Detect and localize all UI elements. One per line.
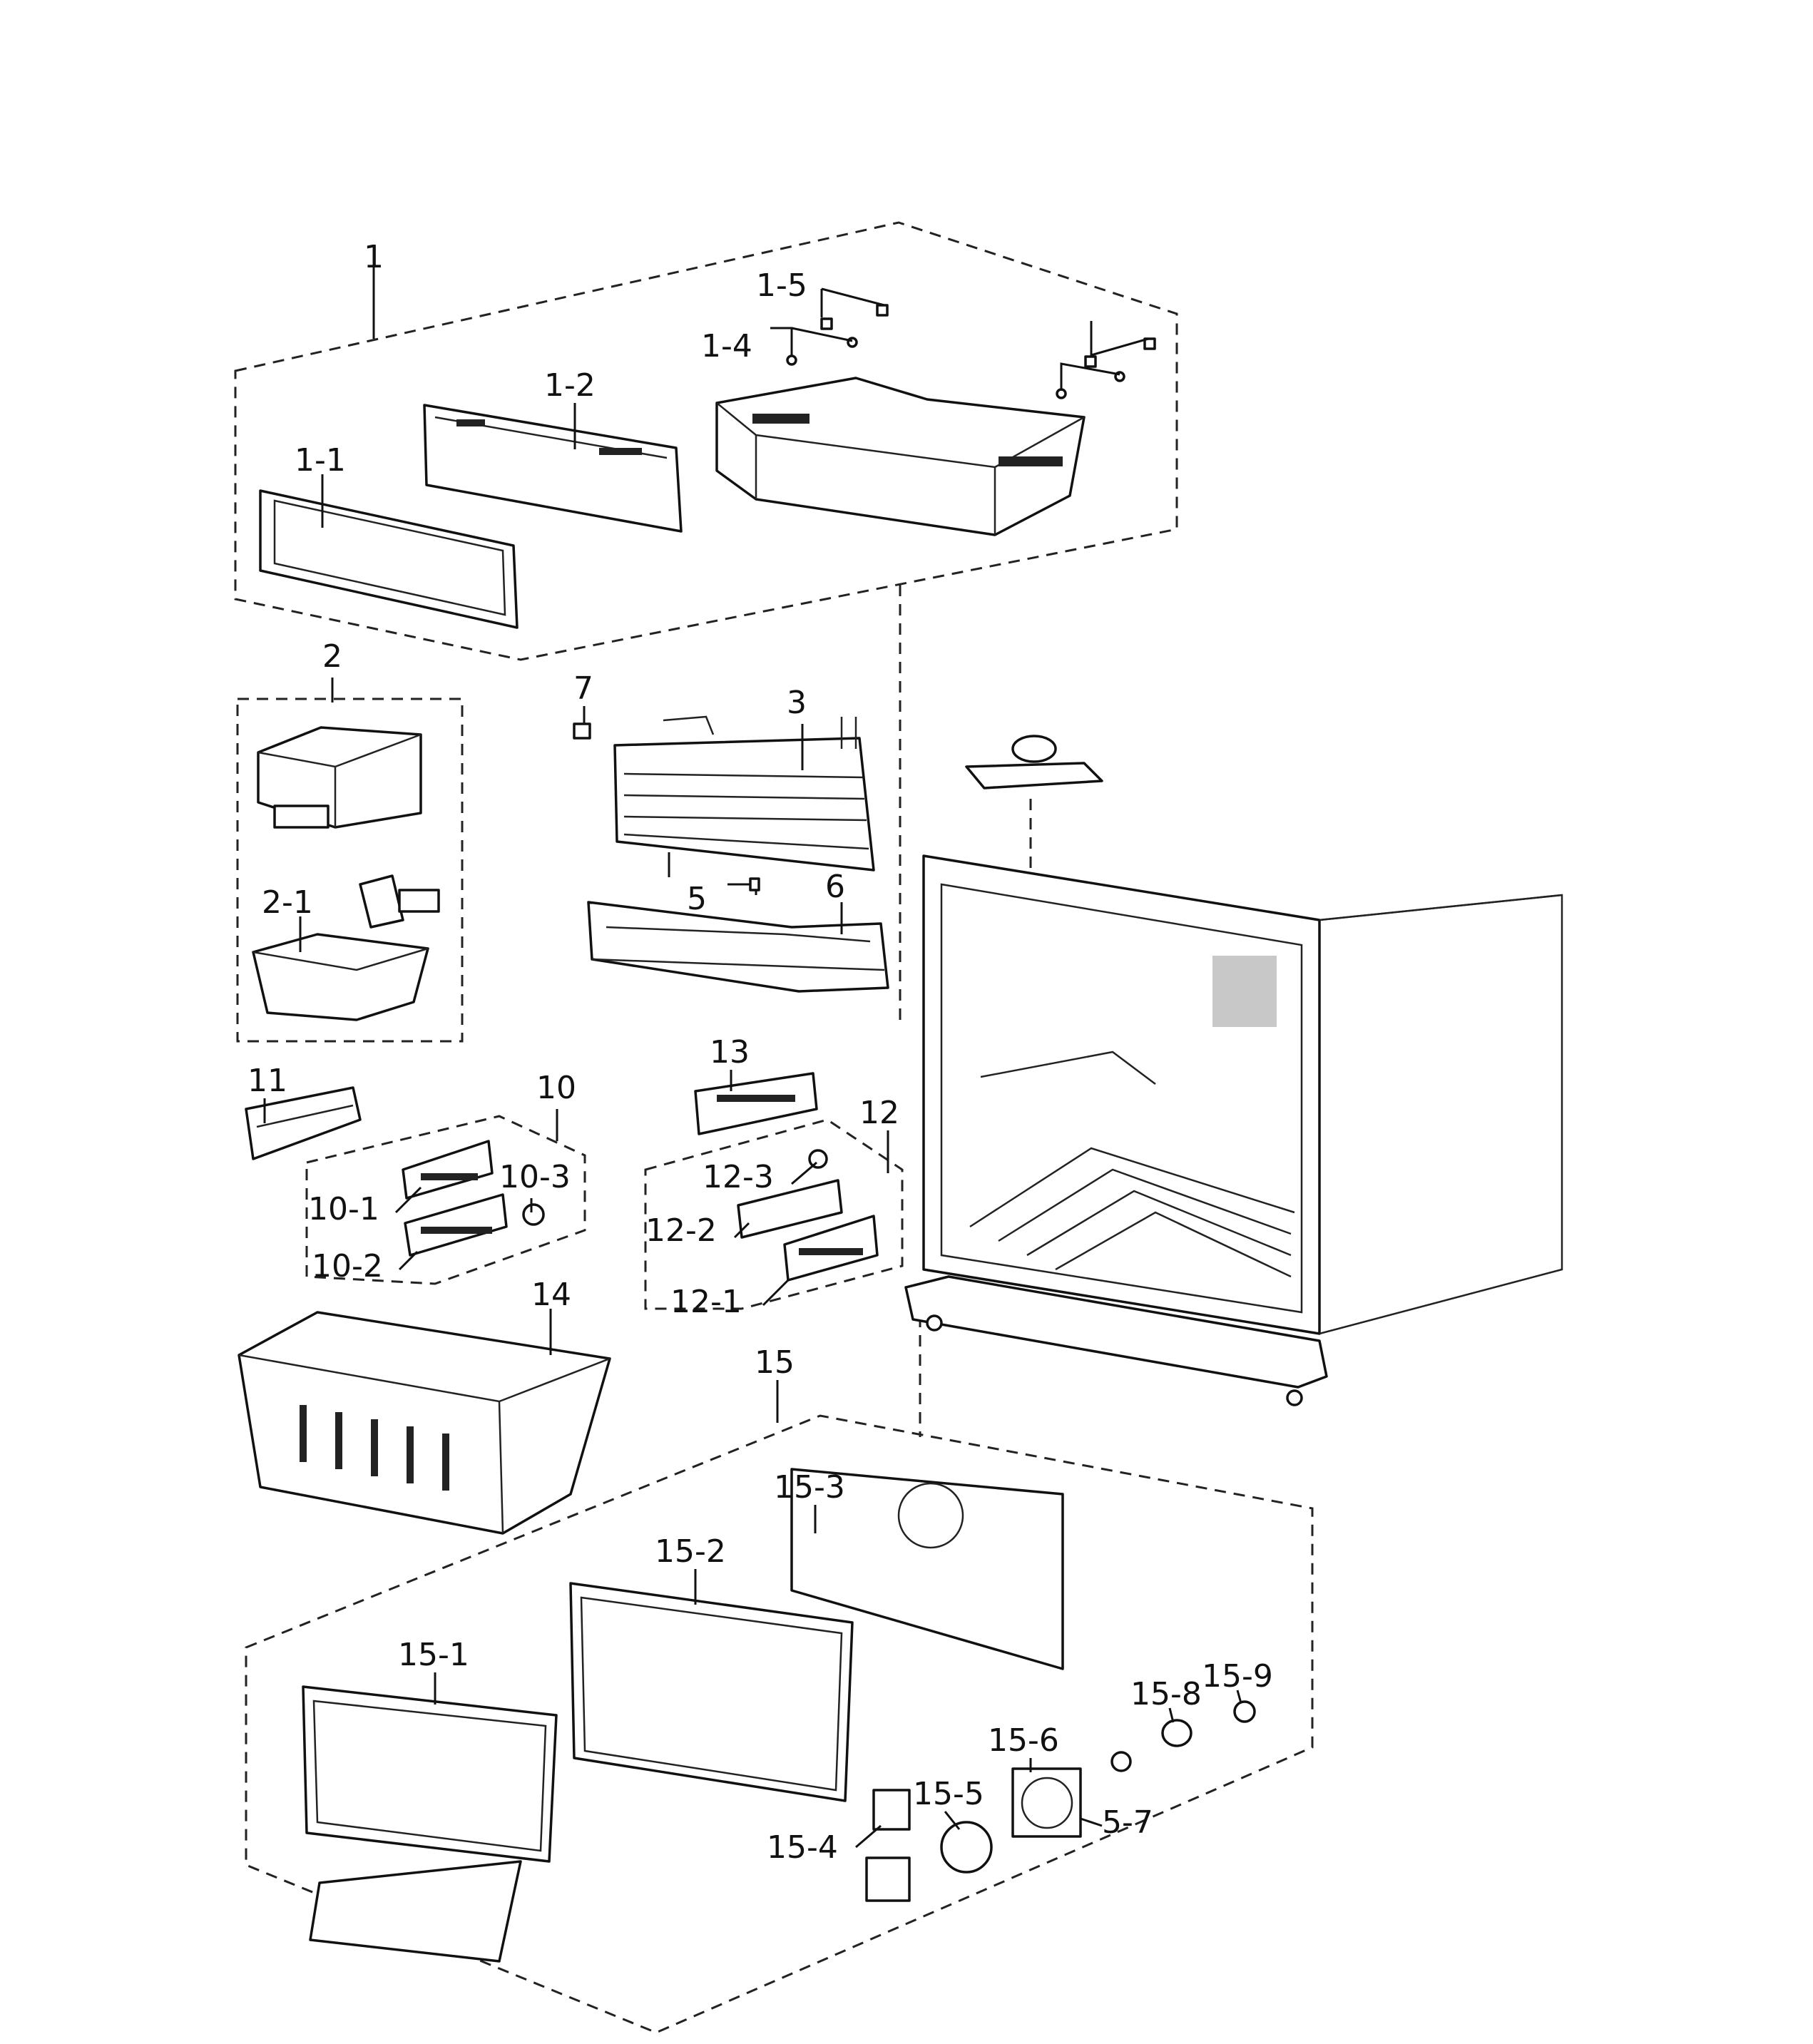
callout-5-7: 5-7 xyxy=(1102,1804,1153,1841)
freezer-cabinet xyxy=(904,854,1563,1406)
part-15-3-fan-bracket xyxy=(790,1468,1064,1670)
part-12-2-slide-rail xyxy=(737,1179,843,1239)
group-1-boundary xyxy=(234,221,1178,661)
callout-6: 6 xyxy=(825,869,845,905)
callout-2: 2 xyxy=(322,638,342,675)
callout-1-4: 1-4 xyxy=(701,328,752,364)
part-5-sensor xyxy=(727,877,760,895)
callout-7: 7 xyxy=(573,670,593,707)
callout-3: 3 xyxy=(787,685,807,721)
callout-15-3: 15-3 xyxy=(774,1469,845,1506)
callout-1-5: 1-5 xyxy=(756,267,807,304)
callout-14: 14 xyxy=(531,1277,571,1313)
callout-15: 15 xyxy=(755,1344,795,1381)
part-1-3-crisper-drawer xyxy=(715,377,1086,536)
part-12-3-cap xyxy=(808,1149,828,1169)
part-15-2-grille-middle xyxy=(569,1582,854,1802)
part-1-1-drawer-cover xyxy=(259,489,519,629)
callout-15-2: 15-2 xyxy=(655,1533,726,1570)
callout-10-2: 10-2 xyxy=(312,1248,383,1284)
callout-15-4: 15-4 xyxy=(767,1829,838,1866)
part-15-4-fan-motor xyxy=(865,1789,911,1902)
callout-15-9: 15-9 xyxy=(1202,1658,1273,1695)
callout-5: 5 xyxy=(687,881,707,917)
callout-12-2: 12-2 xyxy=(645,1212,717,1249)
part-6-evaporator-cover xyxy=(587,901,889,993)
part-15-9-grommet xyxy=(1233,1700,1256,1723)
part-15-1-grille-front xyxy=(302,1685,558,1963)
part-1-2-drawer-front-panel xyxy=(423,404,683,533)
callout-12-1: 12-1 xyxy=(670,1284,742,1320)
callout-12: 12 xyxy=(859,1095,899,1131)
part-3-evaporator xyxy=(613,715,875,877)
part-7-clip xyxy=(573,722,591,740)
part-15-8-damper xyxy=(1161,1719,1193,1747)
callout-1-2: 1-2 xyxy=(544,367,596,404)
part-15-7-grommet xyxy=(1110,1751,1132,1772)
part-14-freezer-basket xyxy=(238,1311,611,1535)
part-2-1-ice-bucket xyxy=(252,874,440,1021)
callout-15-8: 15-8 xyxy=(1130,1676,1202,1712)
part-2-ice-maker xyxy=(257,726,422,829)
callout-10: 10 xyxy=(536,1070,576,1106)
leader-lines xyxy=(263,250,1242,1849)
part-13-bracket xyxy=(694,1072,818,1135)
part-10-1-slide-bracket xyxy=(402,1140,494,1200)
callout-11: 11 xyxy=(247,1063,287,1099)
part-1-4-screws xyxy=(770,327,1125,399)
callout-12-3: 12-3 xyxy=(703,1159,774,1195)
part-11-rail xyxy=(245,1086,362,1160)
part-12-1-slide-bracket xyxy=(783,1215,879,1282)
callout-13: 13 xyxy=(710,1034,750,1070)
lamp-assembly xyxy=(965,735,1103,790)
callout-2-1: 2-1 xyxy=(262,884,313,921)
callout-1-1: 1-1 xyxy=(295,442,346,479)
part-1-5-clips xyxy=(820,287,1156,368)
part-10-3-cap xyxy=(522,1203,545,1226)
callout-15-6: 15-6 xyxy=(988,1722,1059,1759)
group-10-boundary xyxy=(305,1115,586,1285)
callout-10-1: 10-1 xyxy=(308,1191,379,1227)
part-10-2-slide-rail xyxy=(404,1193,508,1257)
callout-15-5: 15-5 xyxy=(913,1776,984,1812)
part-15-6-fan-shroud xyxy=(1011,1767,1082,1838)
group-12-boundary xyxy=(644,1118,904,1310)
callout-1: 1 xyxy=(364,239,384,275)
part-15-5-fan-blade xyxy=(940,1821,993,1874)
callout-15-1: 15-1 xyxy=(398,1637,469,1673)
group-15-boundary xyxy=(245,1414,1314,2034)
callout-10-3: 10-3 xyxy=(499,1159,571,1195)
group-2-boundary xyxy=(236,697,464,1043)
